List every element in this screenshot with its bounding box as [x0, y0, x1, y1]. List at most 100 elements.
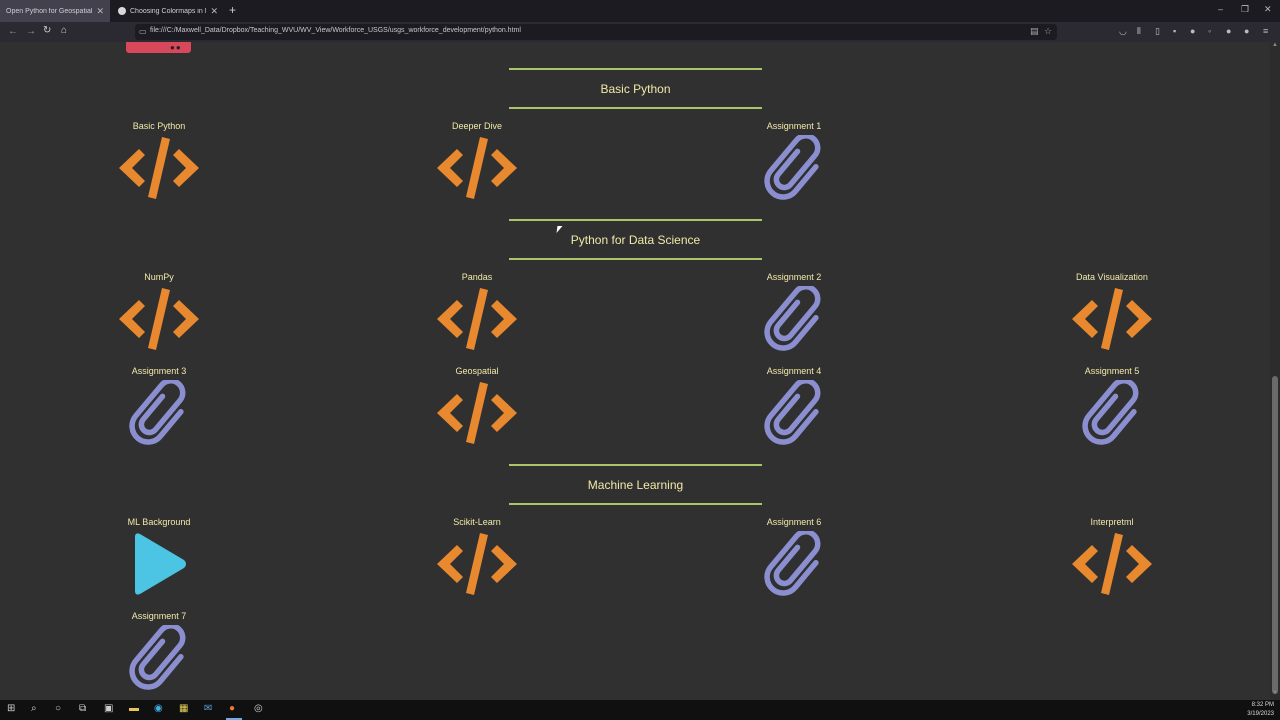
card-label: Assignment 1 [766, 121, 822, 131]
card-assignment-3[interactable]: Assignment 3 [89, 365, 229, 446]
card-assignment-1[interactable]: Assignment 1 [724, 120, 864, 201]
minimize-button[interactable]: – [1218, 4, 1224, 14]
reader-view-icon[interactable]: ▤ [1030, 26, 1039, 36]
code-icon [1072, 288, 1152, 350]
github-icon[interactable]: ● [1190, 26, 1196, 36]
card-label: Assignment 4 [766, 366, 822, 376]
tab-bar: Open Python for Geospatial Data S ✕ Choo… [0, 0, 1280, 22]
mouse-cursor-icon [556, 226, 563, 233]
section-title: Machine Learning [587, 477, 684, 492]
tab-open-python[interactable]: Open Python for Geospatial Data S ✕ [0, 0, 110, 22]
code-icon [119, 137, 199, 199]
close-icon[interactable]: ✕ [96, 5, 104, 16]
card-label: Basic Python [132, 121, 186, 131]
card-assignment-5[interactable]: Assignment 5 [1042, 365, 1182, 446]
extension-icon[interactable]: ▪ [1173, 26, 1177, 36]
code-icon [1072, 533, 1152, 595]
scrollbar-thumb[interactable] [1272, 376, 1278, 694]
section-header-machine-learning: Machine Learning [509, 464, 762, 505]
new-tab-button[interactable]: + [229, 3, 237, 17]
active-app-indicator [226, 718, 242, 720]
tab-title: Choosing Colormaps in Matplotl [130, 7, 206, 15]
sticky-notes-icon[interactable]: ▦ [179, 703, 189, 714]
search-icon[interactable]: ⌕ [31, 703, 37, 714]
nav-toggle-button[interactable]: ●● [126, 42, 191, 53]
account-icon[interactable]: ● [1244, 26, 1250, 36]
menu-icon[interactable]: ≡ [1263, 26, 1269, 36]
extension-icon[interactable]: ◦ [1208, 26, 1212, 36]
section-title: Python for Data Science [570, 232, 701, 247]
clock-date[interactable]: 3/19/2023 [1247, 711, 1274, 717]
windows-start-icon[interactable]: ⊞ [7, 703, 16, 714]
code-icon [437, 137, 517, 199]
dots-icon: ●● [170, 43, 182, 52]
cortana-icon[interactable]: ○ [55, 703, 62, 714]
card-scikit-learn[interactable]: Scikit-Learn [407, 516, 547, 597]
section-header-basic-python: Basic Python [509, 68, 762, 109]
card-label: Pandas [461, 272, 493, 282]
paperclip-icon [129, 625, 186, 690]
section-header-data-science: Python for Data Science [509, 219, 762, 260]
favicon-icon [118, 7, 126, 15]
card-pandas[interactable]: Pandas [407, 271, 547, 352]
back-button[interactable]: ← [8, 26, 18, 37]
card-label: NumPy [144, 272, 174, 282]
edge-icon[interactable]: ◉ [154, 703, 163, 714]
card-assignment-4[interactable]: Assignment 4 [724, 365, 864, 446]
home-button[interactable]: ⌂ [61, 25, 68, 36]
extension-icon[interactable]: ● [1226, 26, 1232, 36]
app-icon[interactable]: ◎ [254, 703, 263, 714]
taskbar [0, 700, 1280, 720]
card-label: Assignment 6 [766, 517, 822, 527]
section-title: Basic Python [600, 81, 671, 96]
sidebar-icon[interactable]: ▯ [1155, 26, 1160, 36]
restore-button[interactable]: ❐ [1241, 4, 1250, 14]
vertical-scrollbar[interactable]: ▲ ▼ [1270, 42, 1280, 700]
code-icon [437, 288, 517, 350]
code-icon [437, 533, 517, 595]
bookmark-star-icon[interactable]: ☆ [1044, 26, 1053, 36]
scroll-down-icon[interactable]: ▼ [1272, 690, 1278, 696]
page-icon: ▭ [139, 27, 147, 36]
card-label: Assignment 5 [1084, 366, 1140, 376]
card-label: Assignment 3 [131, 366, 187, 376]
card-assignment-2[interactable]: Assignment 2 [724, 271, 864, 352]
card-basic-python[interactable]: Basic Python [89, 120, 229, 201]
reload-button[interactable]: ↻ [43, 25, 52, 36]
card-label: Assignment 7 [131, 611, 187, 621]
close-window-button[interactable]: ✕ [1264, 4, 1272, 14]
url-text[interactable]: file:///C:/Maxwell_Data/Dropbox/Teaching… [150, 27, 521, 34]
play-icon [135, 533, 186, 595]
app-icon[interactable]: ▣ [104, 703, 114, 714]
close-icon[interactable]: ✕ [210, 5, 218, 16]
code-icon [437, 382, 517, 444]
paperclip-icon [1082, 380, 1139, 445]
url-bar[interactable] [135, 24, 1057, 40]
card-data-visualization[interactable]: Data Visualization [1042, 271, 1182, 352]
card-interpretml[interactable]: Interpretml [1042, 516, 1182, 597]
file-explorer-icon[interactable]: ▬ [129, 703, 139, 714]
card-assignment-6[interactable]: Assignment 6 [724, 516, 864, 597]
paperclip-icon [764, 380, 821, 445]
scroll-up-icon[interactable]: ▲ [1272, 42, 1278, 48]
card-geospatial[interactable]: Geospatial [407, 365, 547, 446]
card-label: ML Background [127, 517, 191, 527]
mail-icon[interactable]: ✉ [204, 703, 213, 714]
pocket-icon[interactable]: ◡ [1119, 26, 1127, 36]
library-icon[interactable]: ⫴ [1137, 26, 1141, 36]
paperclip-icon [764, 135, 821, 200]
card-label: Deeper Dive [451, 121, 503, 131]
tab-choosing-colormaps[interactable]: Choosing Colormaps in Matplotl ✕ [112, 0, 224, 22]
paperclip-icon [764, 286, 821, 351]
card-label: Assignment 2 [766, 272, 822, 282]
forward-button[interactable]: → [26, 26, 36, 37]
firefox-icon[interactable]: ● [229, 703, 236, 714]
card-assignment-7[interactable]: Assignment 7 [89, 610, 229, 691]
card-label: Scikit-Learn [453, 517, 501, 527]
card-deeper-dive[interactable]: Deeper Dive [407, 120, 547, 201]
clock-time[interactable]: 8:32 PM [1251, 702, 1274, 708]
task-view-icon[interactable]: ⧉ [79, 703, 87, 714]
card-ml-background[interactable]: ML Background [89, 516, 229, 597]
card-label: Geospatial [455, 366, 499, 376]
card-numpy[interactable]: NumPy [89, 271, 229, 352]
